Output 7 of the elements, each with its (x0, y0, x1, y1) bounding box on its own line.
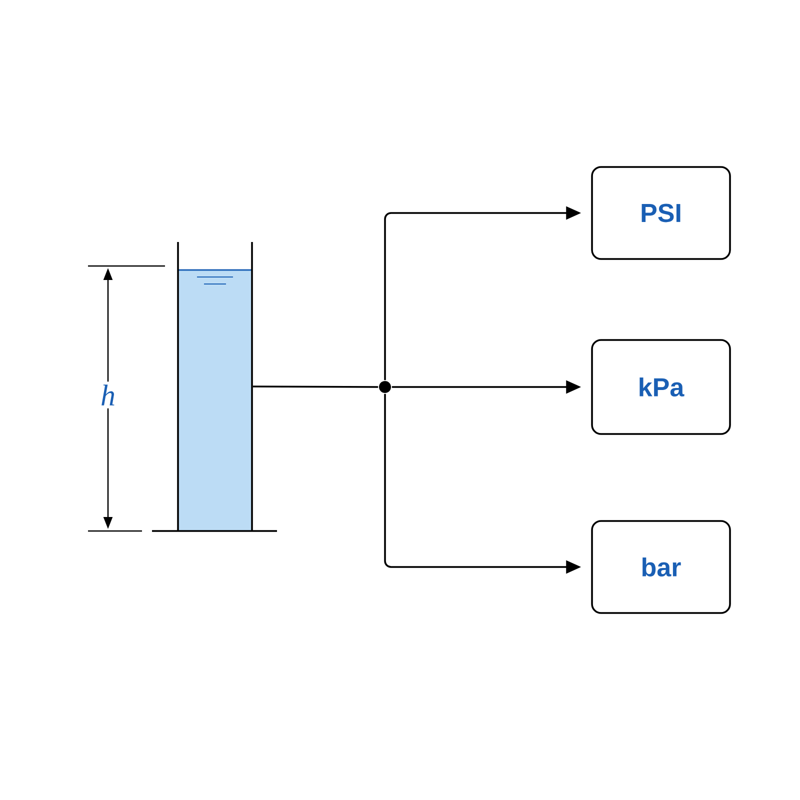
connector-line (252, 386, 378, 388)
unit-box: PSI (591, 166, 731, 260)
dimension-label: h (98, 382, 118, 408)
unit-box: bar (591, 520, 731, 614)
junction-dot (379, 381, 391, 393)
liquid-column-drawing (152, 242, 277, 532)
unit-box: kPa (591, 339, 731, 435)
